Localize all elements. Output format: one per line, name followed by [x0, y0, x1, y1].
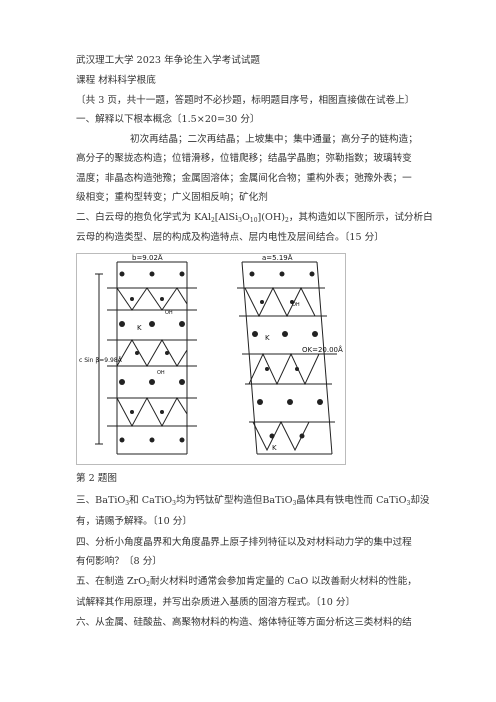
label-b: b=9.02Å [132, 254, 163, 262]
label-oh-2: OH [157, 370, 165, 376]
q3-line-2: 有，请赐予解释。〔10 分〕 [76, 516, 192, 527]
label-oh-3: OH [292, 302, 300, 308]
q1-line-3: 温度；非晶态构造弛豫；金属固溶体；金属间化合物；重构外表；弛豫外表；一 [76, 173, 412, 184]
q1-line-1: 初次再结晶；二次再结晶；上坡集中；集中通量；高分子的链构造； [130, 134, 418, 145]
q2-line-1: 二、白云母的抱负化学式为 KAl2[AlSi3O10](OH)2，其构造如以下图… [76, 212, 433, 224]
q2-line-2: 云母的构造类型、层的构成及构造特点、层内电性及层间结合。〔15 分〕 [76, 232, 384, 243]
label-k-left: K [137, 324, 142, 332]
q1-line-2: 高分子的聚拢态构造；位错滑移，位错爬移；结晶学晶胞；弥勒指数；玻璃转变 [76, 153, 412, 164]
q6-line-1: 六、从金属、硅酸盐、高聚物材料的构造、熔体特征等方面分析这三类材料的结 [76, 617, 412, 628]
label-ok: OK=20.00Å [302, 345, 343, 354]
q4-line-2: 有何影响？〔8 分〕 [76, 556, 162, 567]
label-k-bottom: K [272, 444, 277, 452]
muscovite-structure-figure: b=9.02Å c Sin β=9.98Å a=5.19Å OK=20.00Å … [76, 253, 346, 465]
label-k-right: K [265, 334, 270, 342]
course-line: 课程 材料科学根底 [76, 75, 156, 86]
q4-line-1: 四、分析小角度晶界和大角度晶界上原子排列特征以及对材料动力学的集中过程 [76, 537, 412, 548]
exam-title: 武汉理工大学 2023 年争论生入学考试试题 [76, 55, 261, 66]
label-oh-1: OH [165, 310, 173, 316]
structure-diagram: b=9.02Å c Sin β=9.98Å a=5.19Å OK=20.00Å … [79, 254, 343, 455]
q5-line-1: 五、在制造 ZrO2耐火材料时通常会参加肯定量的 CaO 以改善耐火材料的性能， [76, 576, 417, 588]
q3-line-1: 三、BaTiO3和 CaTiO3均为钙钛矿型构造但BaTiO3晶体具有铁电性而 … [76, 495, 430, 507]
label-c: c Sin β=9.98Å [79, 357, 123, 364]
q1-line-4: 级相变；重构型转变；广义固相反响；矿化剂 [76, 192, 268, 203]
instructions: 〔共 3 页，共十一题，答题时不必抄题，标明题目序号，相图直接做在试卷上〕 [76, 95, 415, 106]
label-a: a=5.19Å [262, 254, 293, 262]
q5-line-2: 试解释其作用原理，并写出杂质进入基质的固溶方程式。〔10 分〕 [76, 597, 356, 608]
figure-caption: 第 2 题图 [76, 473, 117, 484]
q1-heading: 一、解释以下根本概念〔1.5×20=30 分〕 [76, 114, 260, 125]
